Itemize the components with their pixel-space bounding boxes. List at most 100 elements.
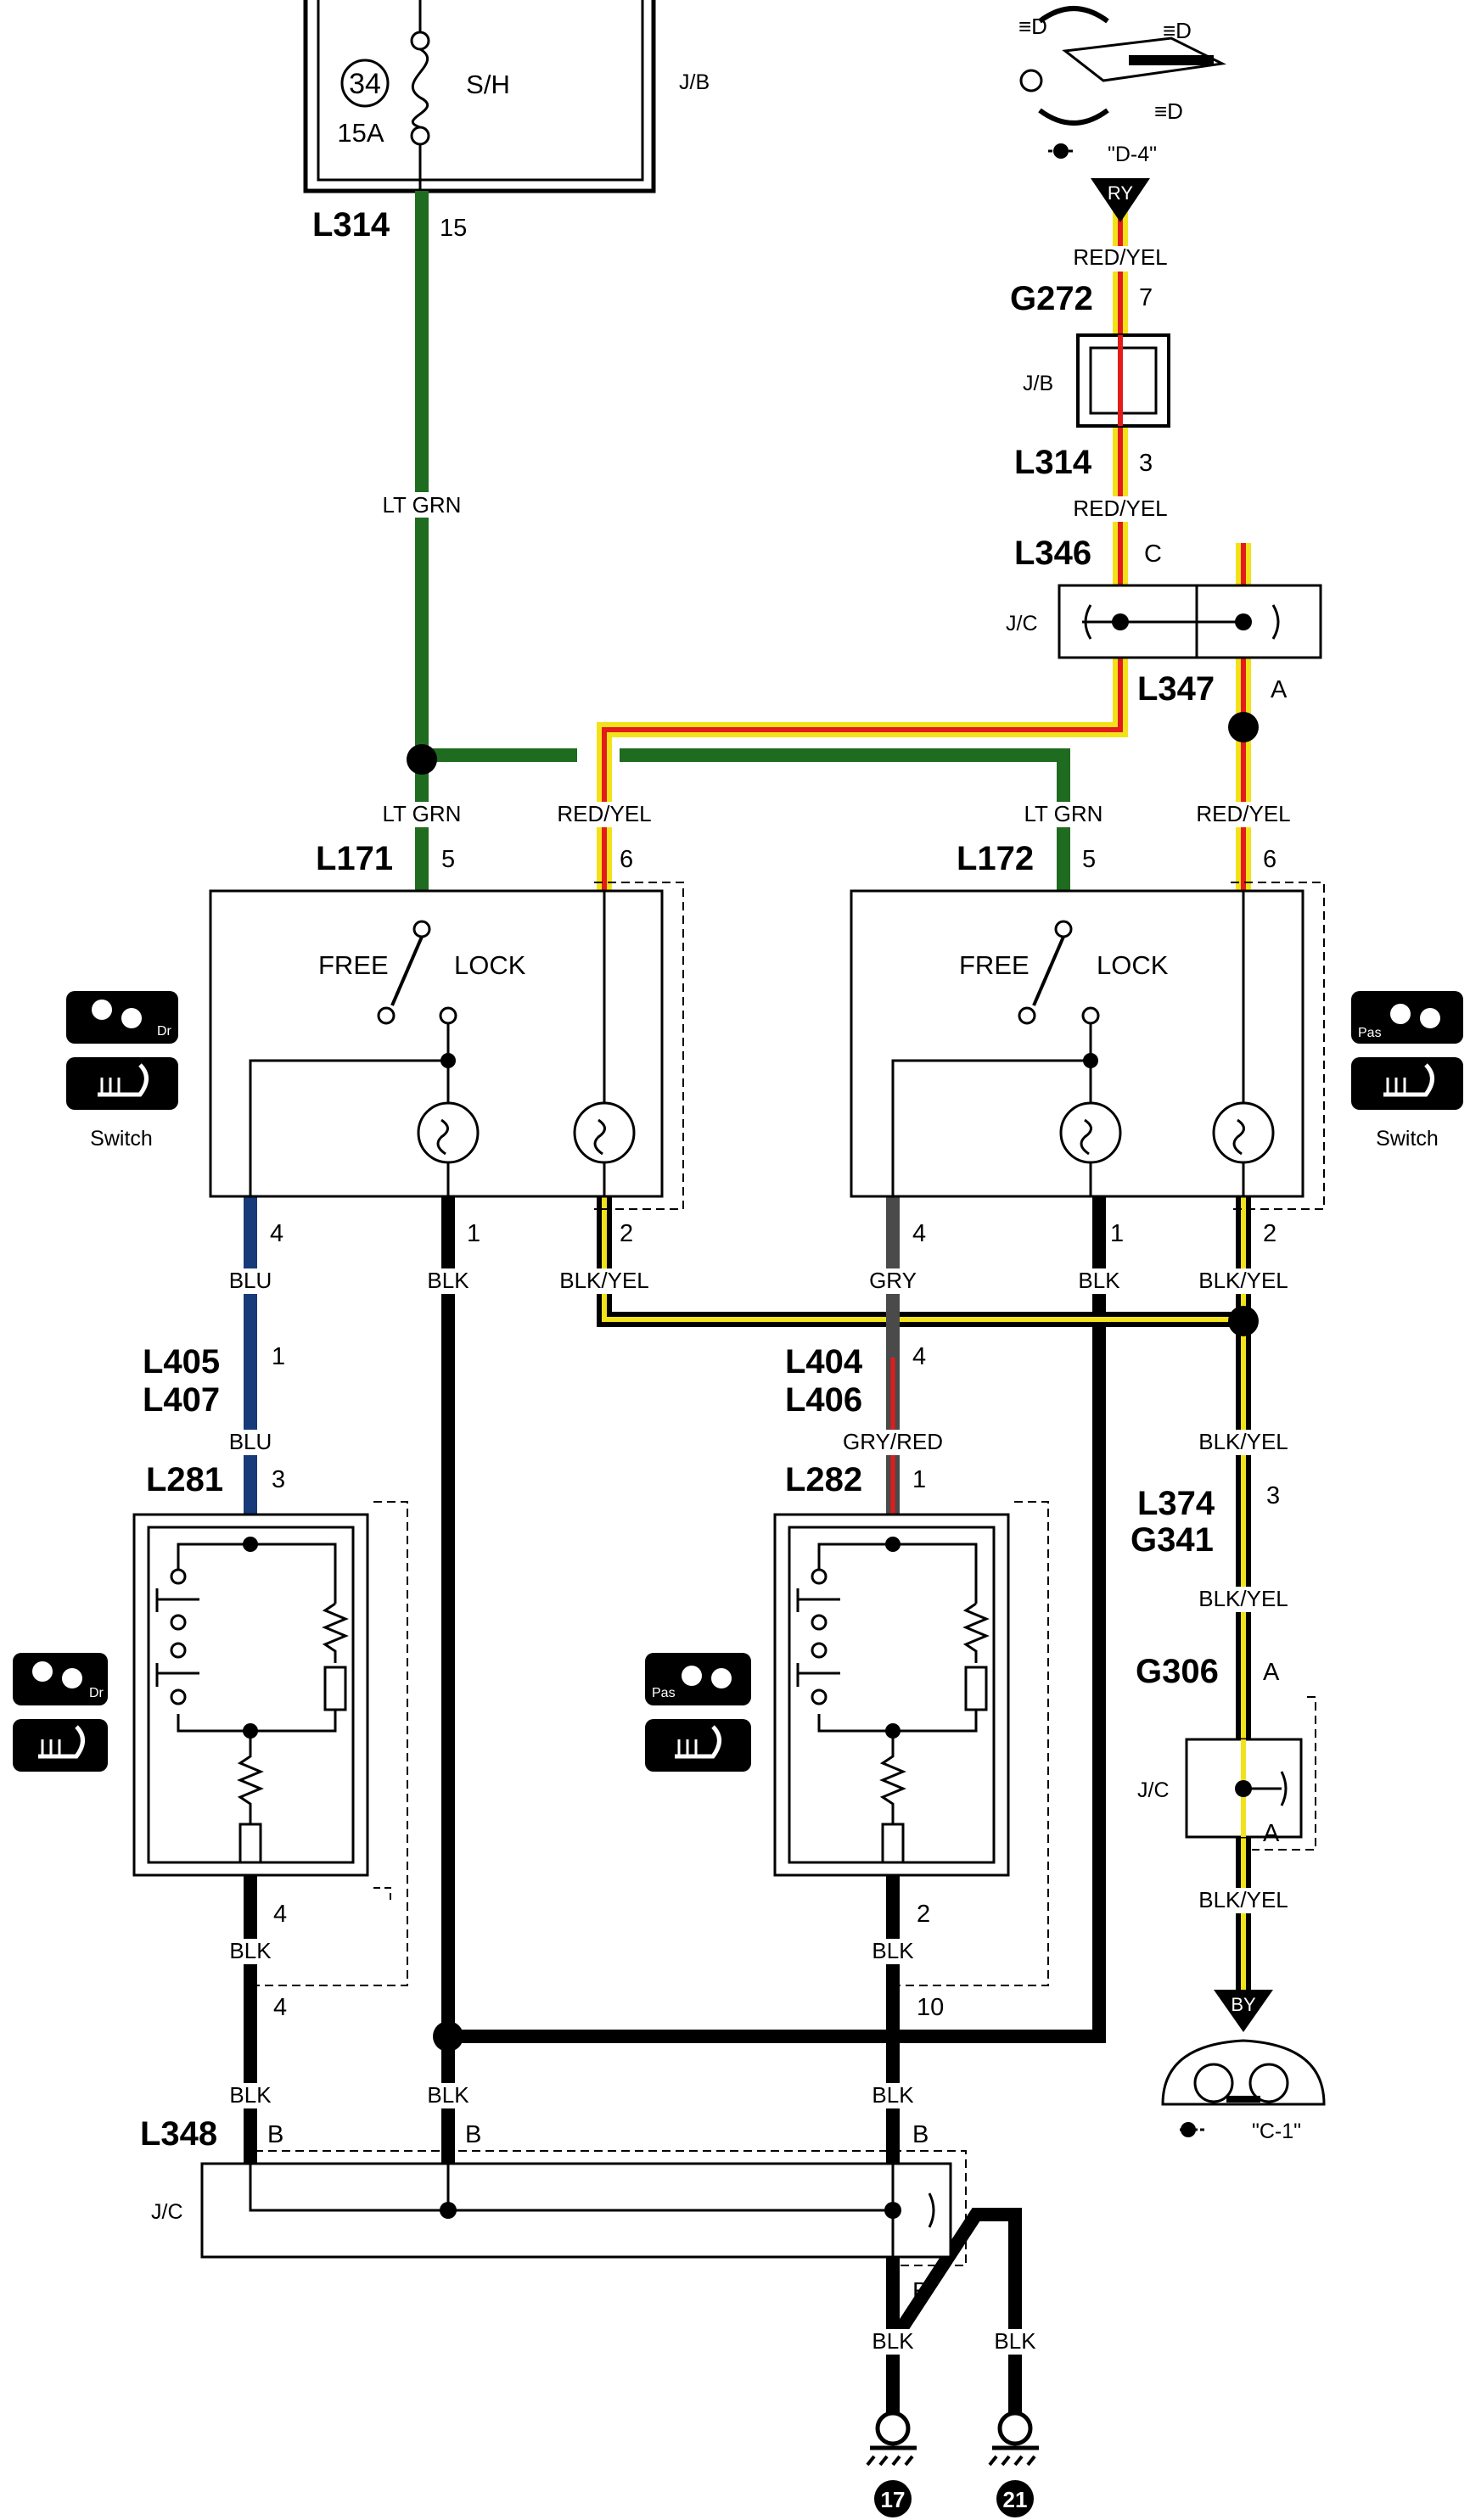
wire-label-gry: GRY — [869, 1268, 917, 1293]
wire-label-redyel-mid: RED/YEL — [1073, 496, 1167, 521]
seat-heater-passenger — [773, 1501, 1049, 1986]
l348-pin1: B — [267, 2121, 283, 2148]
g272-pin: 7 — [1139, 284, 1153, 311]
wire-label-ltgrn-l172: LT GRN — [1024, 801, 1103, 826]
wire-label-gryred: GRY/RED — [843, 1429, 943, 1454]
l171-pin5: 5 — [441, 846, 455, 873]
l172-pin5: 5 — [1082, 846, 1096, 873]
l346: L346 — [1014, 535, 1091, 572]
jc-right-label: J/C — [1137, 1778, 1170, 1802]
badge-passenger-top: Pas — [1351, 991, 1463, 1044]
light-switch-icon: ≡D ≡D ≡D — [1018, 6, 1226, 126]
joint-connector-bottom: J/C — [151, 2150, 967, 2266]
switch-right-free: FREE — [959, 950, 1030, 980]
g272: G272 — [1010, 280, 1093, 317]
wire-label-blkyel-2: BLK/YEL — [1198, 1268, 1288, 1293]
l407: L407 — [143, 1381, 220, 1419]
l314-top-pin: 15 — [440, 215, 467, 242]
wire-label-blu-2: BLU — [229, 1429, 272, 1454]
connector-ry: RY — [1091, 178, 1150, 222]
ground-17: 17 — [866, 2411, 917, 2517]
joint-connector-top: J/C — [1006, 584, 1322, 659]
ground-21-number: 21 — [1003, 2487, 1028, 2512]
svg-text:≡D: ≡D — [1154, 98, 1183, 124]
l346-pin: C — [1144, 540, 1162, 568]
wire-color-labels: LT GRN RED/YEL RED/YEL LT GRN RED/YEL LT… — [222, 244, 1292, 2355]
g341: G341 — [1131, 1521, 1214, 1559]
wire-label-blu-1: BLU — [229, 1268, 272, 1293]
l282-lower-pin: 10 — [917, 1994, 944, 2021]
badge-driver-top: Dr — [66, 991, 178, 1044]
badge-passenger-bottom: Pas — [645, 1653, 751, 1705]
l405-pin: 1 — [272, 1343, 285, 1370]
badge-dr-text-1: Dr — [157, 1024, 172, 1039]
badge-dr-text-2: Dr — [89, 1686, 104, 1700]
l172-pin2: 2 — [1263, 1220, 1276, 1247]
wire-label-blk-5: BLK — [229, 2082, 272, 2108]
svg-text:≡D: ≡D — [1163, 18, 1192, 43]
instrument-cluster-icon — [1161, 2039, 1326, 2106]
fuse-block-label: J/B — [679, 70, 710, 94]
seat-heater-switch-passenger: FREE LOCK — [850, 882, 1325, 1210]
badge-heater-left-bottom — [13, 1719, 108, 1772]
l374-pin: 3 — [1266, 1482, 1280, 1509]
wire-label-blk-1: BLK — [427, 1268, 469, 1293]
l348-pin3: B — [912, 2121, 929, 2148]
l171: L171 — [316, 840, 393, 877]
switch-label-right: Switch — [1376, 1127, 1439, 1151]
wire-label-blkyel-4: BLK/YEL — [1198, 1586, 1288, 1611]
svg-text:≡D: ≡D — [1018, 14, 1047, 39]
ground-21: 21 — [988, 2411, 1039, 2517]
l171-pin1: 1 — [467, 1220, 480, 1247]
by-label: BY — [1231, 1994, 1256, 2015]
badge-heater-right-bottom — [645, 1719, 751, 1772]
l374: L374 — [1137, 1485, 1215, 1522]
l282-bottom-pin: 2 — [917, 1901, 930, 1928]
wire-label-ltgrn-l171: LT GRN — [383, 801, 462, 826]
fuse-name: S/H — [466, 70, 510, 99]
wire-blk-l171 — [441, 1196, 1106, 2043]
l172: L172 — [957, 840, 1034, 877]
switch-left-free: FREE — [318, 950, 389, 980]
l172-pin6: 6 — [1263, 846, 1276, 873]
wire-label-blk-9: BLK — [994, 2328, 1036, 2354]
connector-labels: L314 15 G272 7 L314 3 L346 C L347 A L171… — [140, 206, 1288, 2305]
fuse-rating: 15A — [337, 118, 384, 148]
wire-label-blkyel-3: BLK/YEL — [1198, 1429, 1288, 1454]
ry-label: RY — [1108, 182, 1133, 204]
l171-pin4: 4 — [270, 1220, 283, 1247]
wire-label-redyel-l172: RED/YEL — [1196, 801, 1290, 826]
badge-pas-text-2: Pas — [652, 1686, 676, 1700]
fuse-number: 34 — [349, 68, 381, 100]
wire-label-blk-7: BLK — [872, 2082, 914, 2108]
switch-label-left: Switch — [90, 1127, 153, 1151]
g306-pin-top: A — [1263, 1659, 1280, 1686]
g306-pin-bottom: A — [1263, 1820, 1280, 1847]
jc-bottom-pin: B — [912, 2278, 929, 2305]
l314-right-pin: 3 — [1139, 450, 1153, 477]
wire-label-blkyel-1: BLK/YEL — [559, 1268, 649, 1293]
l282: L282 — [785, 1461, 862, 1498]
ref-d4-text: "D-4" — [1108, 143, 1157, 166]
ground-17-number: 17 — [881, 2487, 906, 2512]
l347-pin: A — [1271, 676, 1288, 703]
jc-top-label: J/C — [1006, 612, 1038, 636]
l281: L281 — [146, 1461, 223, 1498]
wire-label-blk-2: BLK — [1078, 1268, 1120, 1293]
connector-by: BY — [1214, 1990, 1273, 2032]
junction-block-right: J/B — [1023, 333, 1170, 428]
fuse-34: 34 15A S/H J/B — [337, 0, 710, 191]
jb-right-label: J/B — [1023, 372, 1053, 395]
l314-top: L314 — [312, 206, 390, 244]
ref-c1-text: "C-1" — [1252, 2120, 1301, 2143]
jc-bottom-label: J/C — [151, 2200, 183, 2224]
l282-pin: 1 — [912, 1466, 926, 1493]
l405: L405 — [143, 1343, 220, 1380]
badge-heater-left-top — [66, 1057, 178, 1110]
l348-pin2: B — [465, 2121, 481, 2148]
wire-label-blk-8: BLK — [872, 2328, 914, 2354]
wire-label-redyel-top: RED/YEL — [1073, 244, 1167, 270]
junction-block-top-left — [303, 0, 656, 193]
badge-driver-bottom: Dr — [13, 1653, 108, 1705]
ref-d4: "D-4" — [1048, 143, 1157, 166]
